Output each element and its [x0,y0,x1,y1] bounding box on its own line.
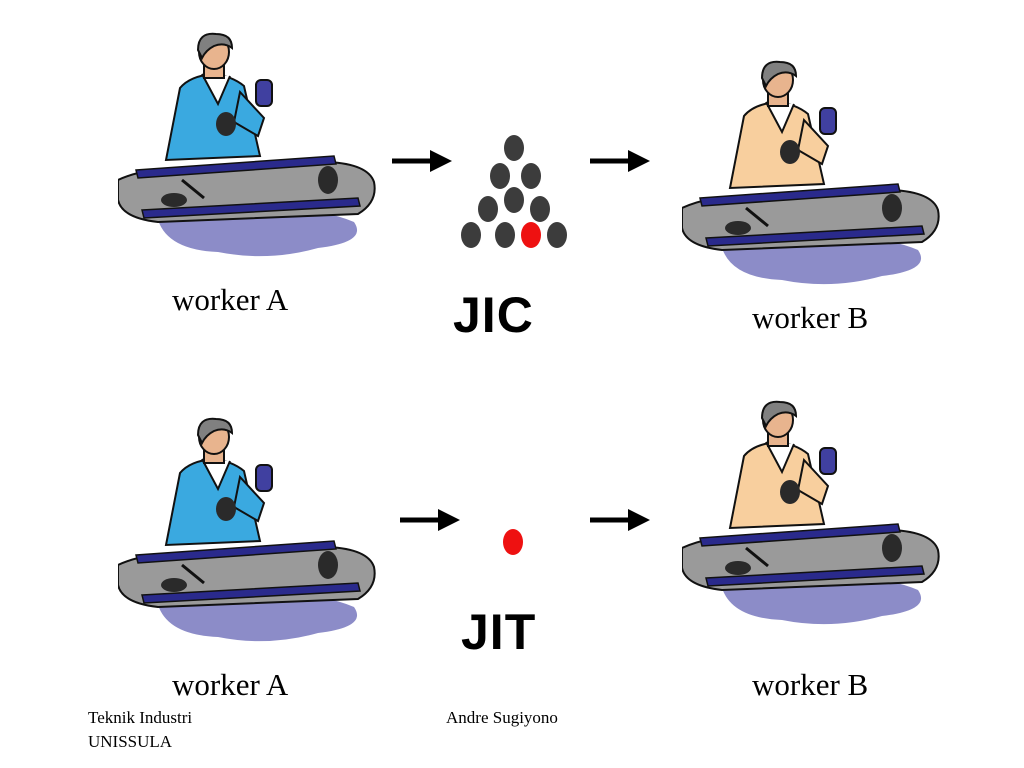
footer-org-line2: UNISSULA [88,732,173,751]
footer-org: Teknik Industri UNISSULA [88,706,192,754]
arrow-icon [588,146,652,176]
footer-org-line1: Teknik Industri [88,708,193,727]
worker-a-label-jit: worker A [172,667,289,702]
worker-b-label-jit: worker B [752,667,869,702]
worker-b-label-jic: worker B [752,300,869,335]
worker-a-label-jic: worker A [172,282,289,317]
arrow-icon [398,505,462,535]
jit-label: JIT [461,604,537,660]
arrow-icon [588,505,652,535]
worker-b-illustration-jic [682,58,942,288]
worker-b-illustration-jit [682,398,942,628]
arrow-icon [390,146,454,176]
single-part [501,528,525,556]
inventory-pile [454,130,574,254]
jic-label: JIC [453,287,534,343]
worker-a-illustration-jit [118,415,378,645]
worker-a-illustration-jic [118,30,378,260]
footer-author: Andre Sugiyono [446,708,558,727]
